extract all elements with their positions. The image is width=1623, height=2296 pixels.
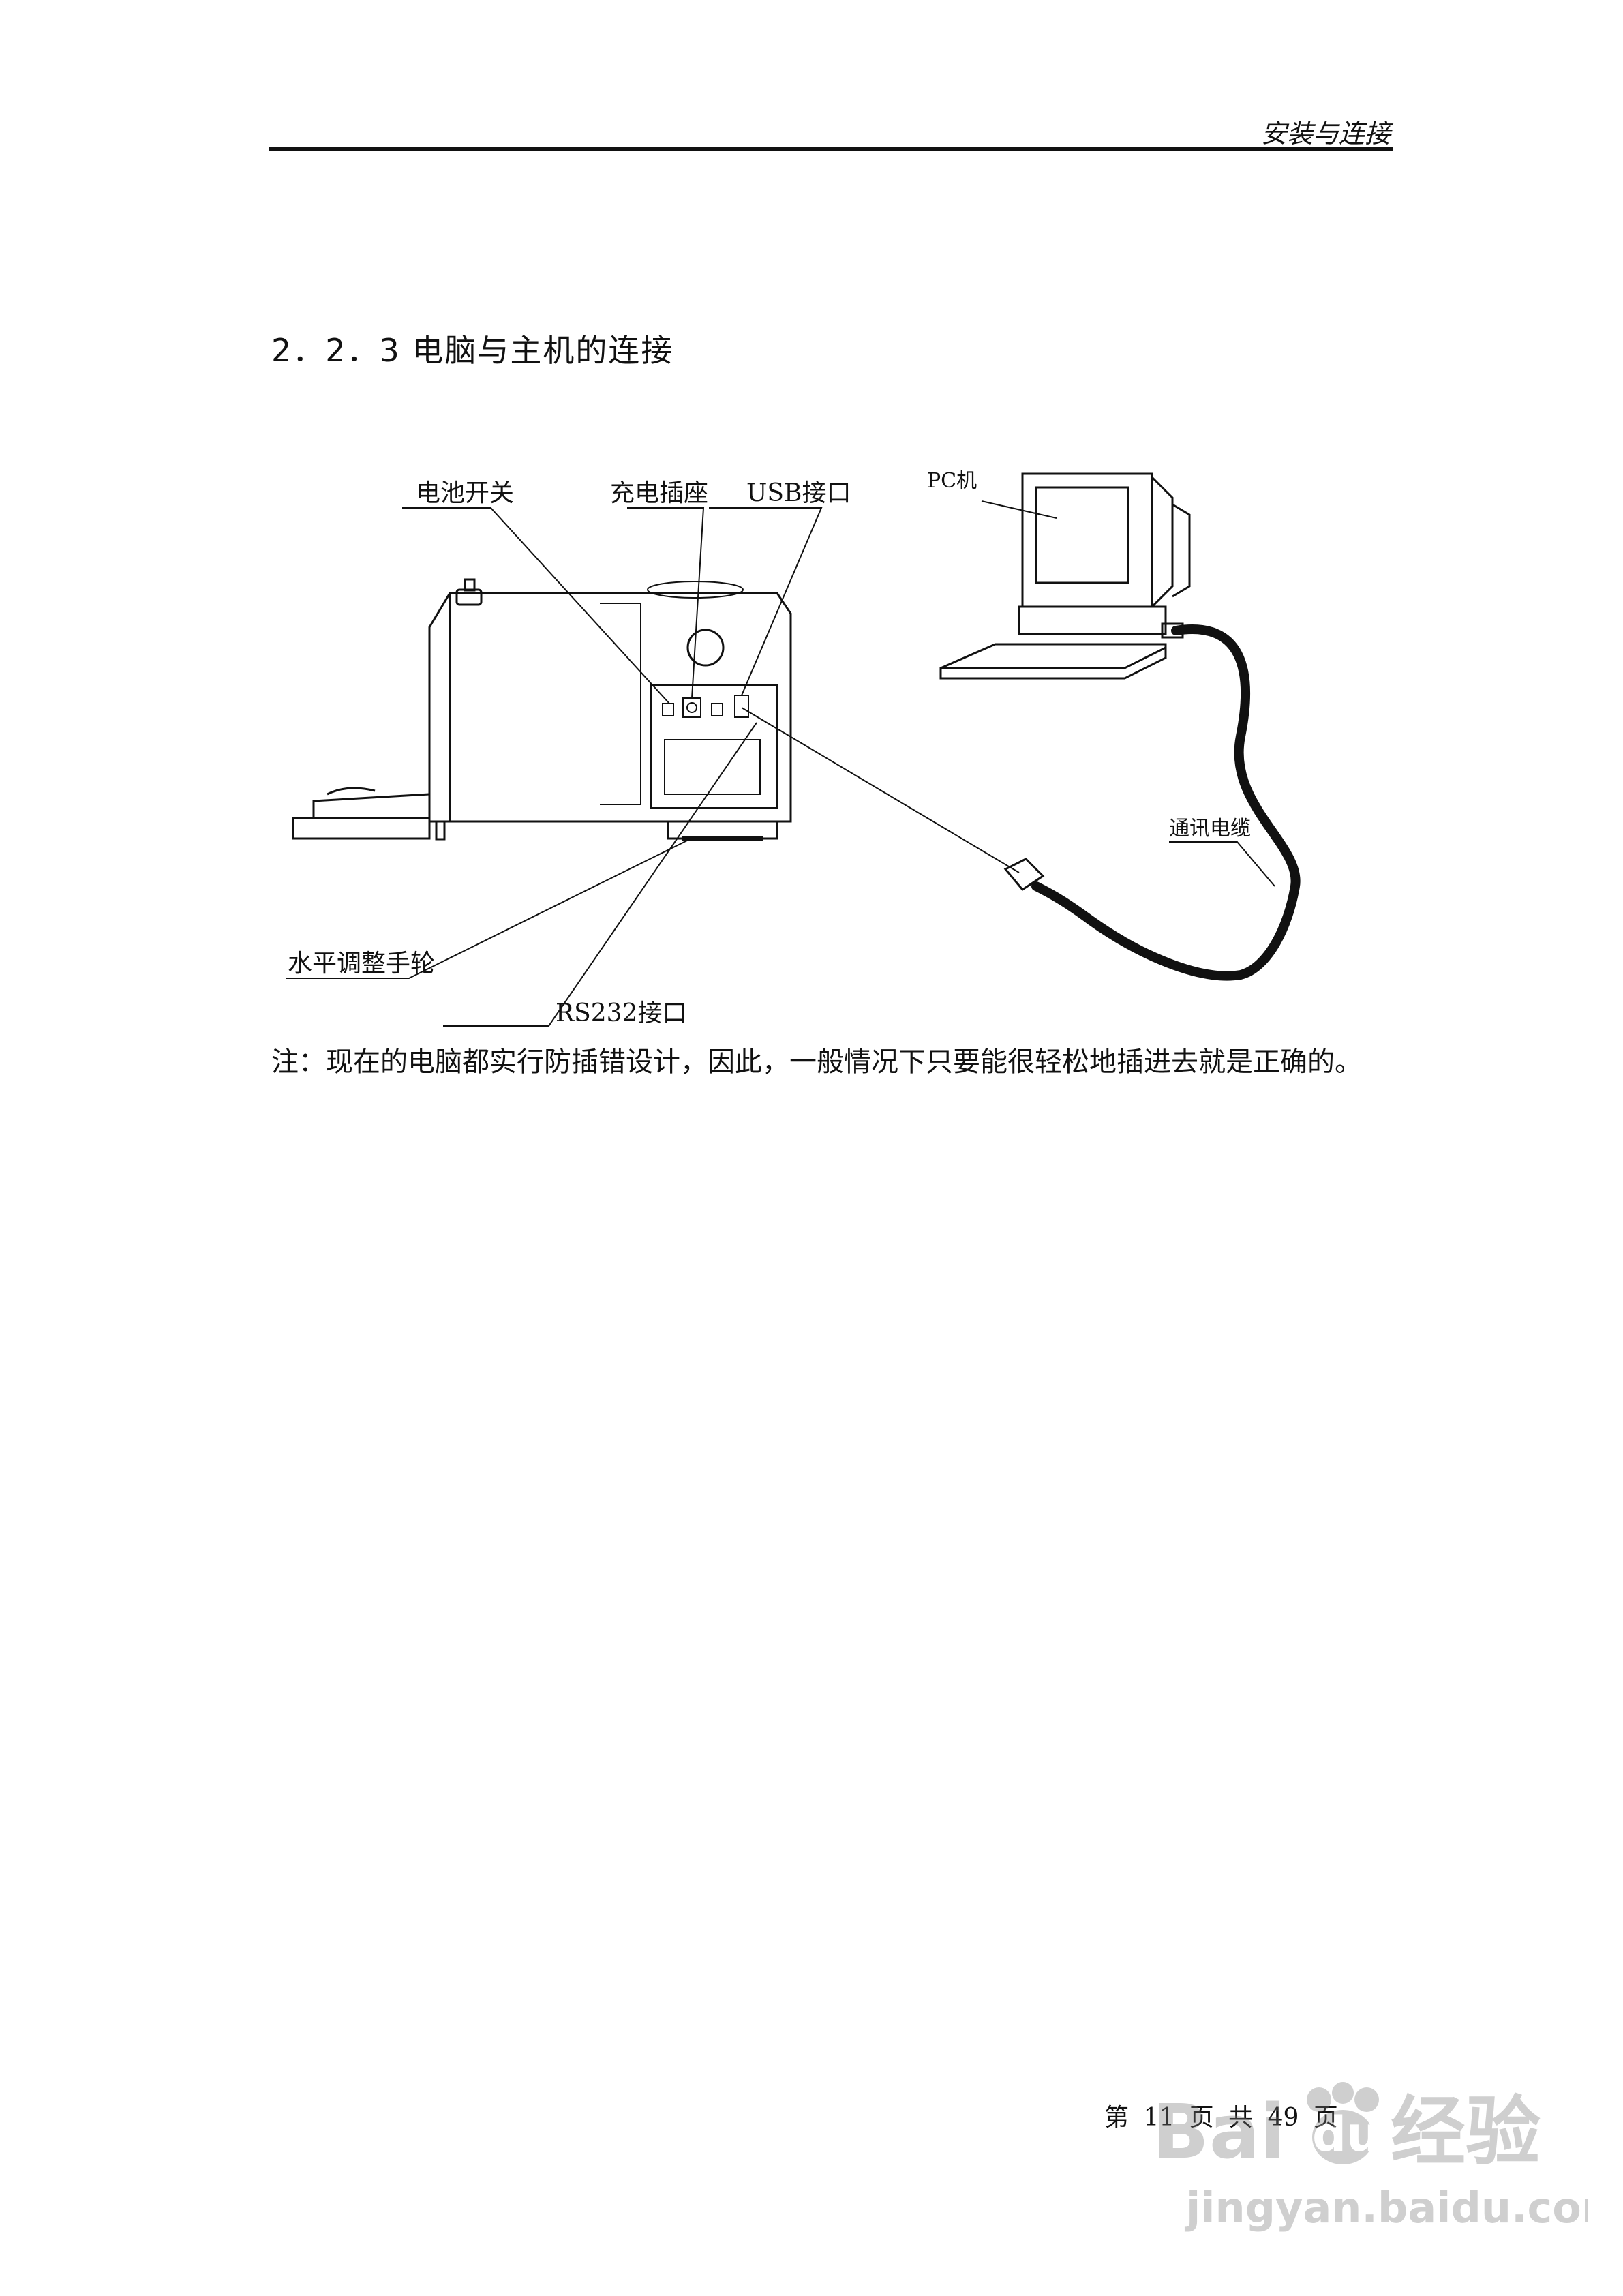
note-text: 注：现在的电脑都实行防插错设计，因此，一般情况下只要能很轻松地插进去就是正确的。 xyxy=(271,1046,1362,1078)
main-unit-drawing xyxy=(292,578,792,841)
connection-diagram-svg: 电池开关 充电插座 USB接口 PC机 通讯电缆 水平调整手轮 RS232接口 xyxy=(286,469,1301,1027)
watermark-brand-du: du xyxy=(1312,2106,1380,2162)
connection-diagram: 电池开关 充电插座 USB接口 PC机 通讯电缆 水平调整手轮 RS232接口 xyxy=(286,450,1418,1036)
watermark-logo: Bai du 经验 jingyan.baidu.com xyxy=(1152,2082,1623,2233)
header-rule xyxy=(269,147,1393,151)
watermark-brand: Bai xyxy=(1152,2088,1286,2175)
label-pc: PC机 xyxy=(927,469,977,493)
section-heading: 2．2．3 电脑与主机的连接 xyxy=(271,332,674,369)
label-cable: 通讯电缆 xyxy=(1169,817,1251,841)
label-rs232-port: RS232接口 xyxy=(556,999,686,1027)
communication-cable xyxy=(1031,624,1301,981)
label-battery-switch: 电池开关 xyxy=(416,479,514,507)
running-header-title: 安装与连接 xyxy=(1260,119,1391,149)
baidu-jingyan-watermark: Bai du 经验 jingyan.baidu.com xyxy=(1138,2069,1623,2246)
rj-connector xyxy=(1003,858,1045,891)
watermark-cn: 经验 xyxy=(1391,2088,1541,2175)
label-charge-socket: 充电插座 xyxy=(610,479,708,507)
watermark-url: jingyan.baidu.com xyxy=(1184,2183,1588,2233)
page-number: 第 11 页 共 49 页 xyxy=(1104,2104,1338,2132)
label-level-wheel: 水平调整手轮 xyxy=(288,950,435,978)
pc-drawing xyxy=(939,472,1191,680)
label-usb-port: USB接口 xyxy=(746,479,851,507)
